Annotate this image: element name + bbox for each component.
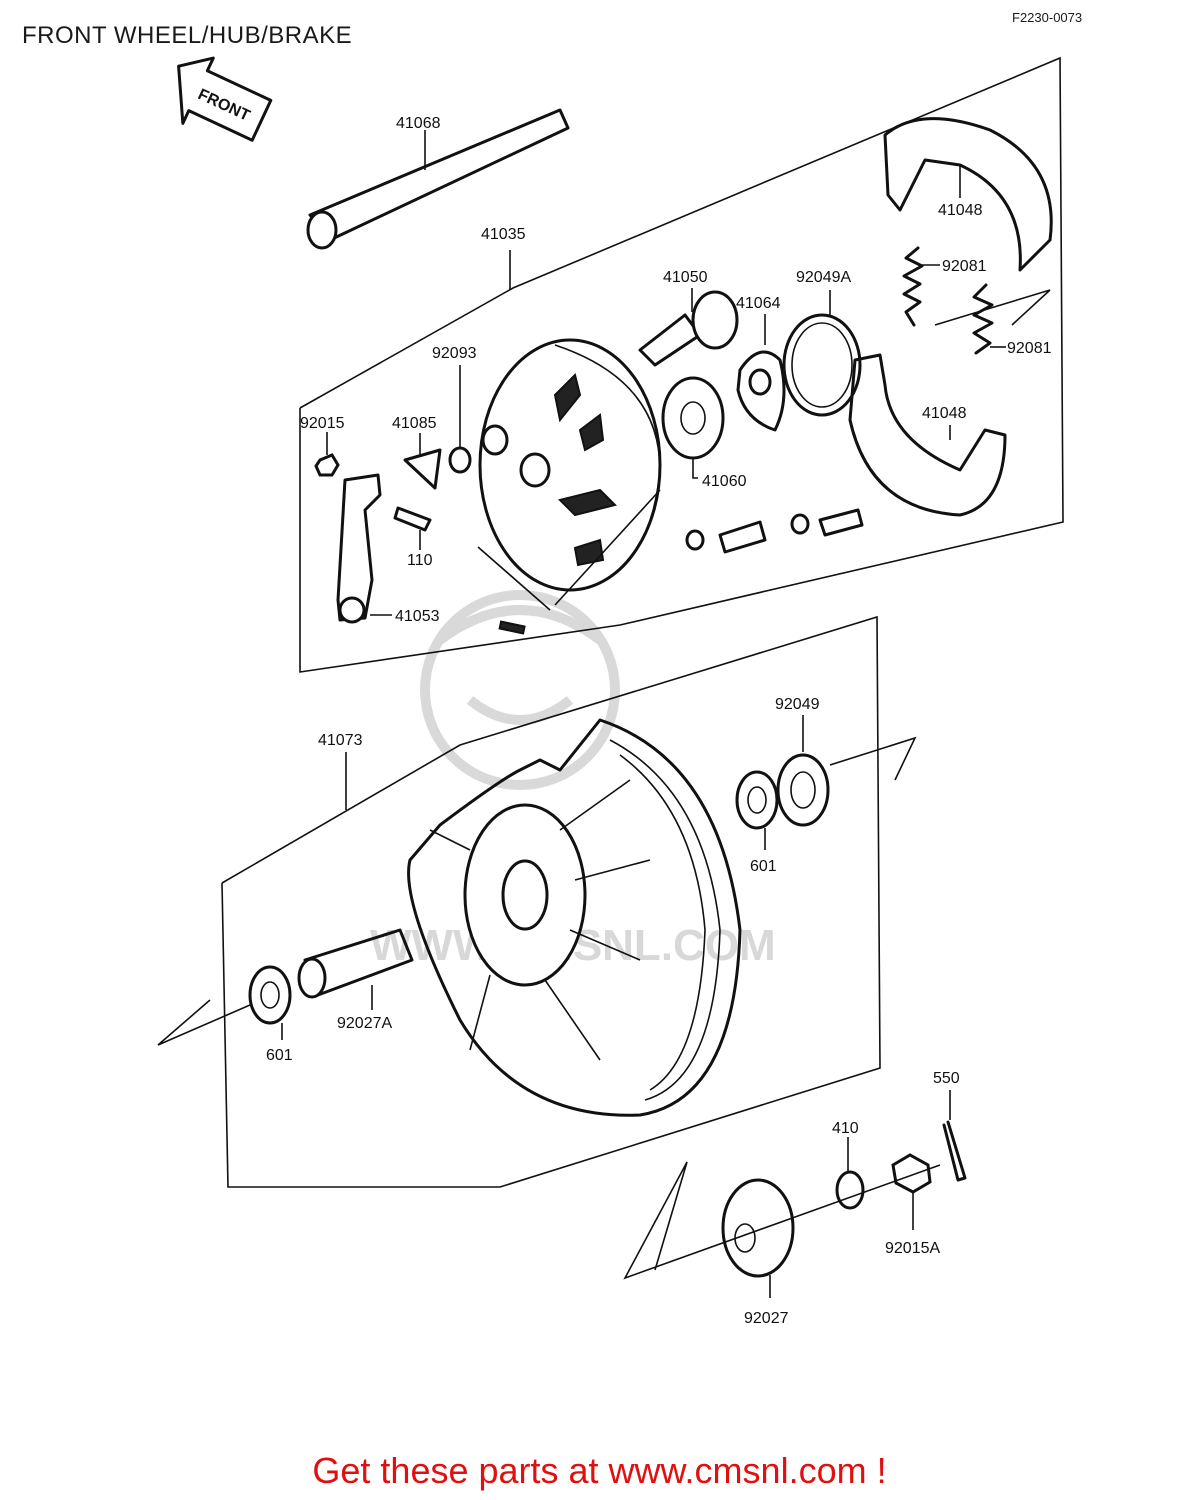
label-41068: 41068 bbox=[396, 115, 441, 132]
brake-lever-41053 bbox=[336, 473, 392, 624]
nut-92015a bbox=[891, 1153, 932, 1230]
washer-92093 bbox=[448, 365, 472, 474]
bearing-601-left bbox=[248, 965, 292, 1040]
label-41085: 41085 bbox=[392, 415, 437, 432]
axle-direction-lines bbox=[477, 546, 551, 611]
label-110: 110 bbox=[407, 552, 433, 569]
camshaft-41050 bbox=[638, 288, 739, 367]
axle-41068 bbox=[306, 108, 570, 250]
label-41073: 41073 bbox=[318, 732, 363, 749]
label-41060: 41060 bbox=[702, 473, 747, 490]
label-41053: 41053 bbox=[395, 608, 440, 625]
spring-direction-arrows bbox=[934, 289, 1051, 326]
label-41064: 41064 bbox=[736, 295, 781, 312]
nut-92015 bbox=[314, 432, 340, 477]
gear-41060 bbox=[661, 376, 725, 479]
label-601-left: 601 bbox=[266, 1047, 293, 1064]
brake-panel-41035 bbox=[478, 250, 662, 592]
label-92049a: 92049A bbox=[796, 269, 851, 286]
collar-92027 bbox=[721, 1178, 795, 1298]
wear-indicator-41064 bbox=[736, 314, 786, 432]
part-labels: 41068 41035 41048 41050 41064 92049A 920… bbox=[266, 115, 1052, 1327]
collar-92027a bbox=[297, 928, 414, 1010]
label-41050: 41050 bbox=[663, 269, 708, 286]
hub-axle-line bbox=[623, 1161, 941, 1280]
left-axle-line bbox=[157, 999, 251, 1046]
spring-92081-a bbox=[902, 246, 940, 327]
seal-92049 bbox=[776, 715, 830, 827]
label-92049: 92049 bbox=[775, 696, 820, 713]
footer-link[interactable]: Get these parts at www.cmsnl.com ! bbox=[312, 1450, 887, 1491]
seal-92049a bbox=[782, 290, 862, 417]
label-92015: 92015 bbox=[300, 415, 345, 432]
label-92027: 92027 bbox=[744, 1310, 789, 1327]
brake-panel-frame bbox=[299, 56, 1064, 673]
brake-shoe-lower bbox=[848, 353, 1007, 517]
label-550: 550 bbox=[933, 1070, 960, 1087]
label-41048-lower: 41048 bbox=[922, 405, 967, 422]
right-axle-line bbox=[829, 736, 917, 781]
label-410: 410 bbox=[832, 1120, 859, 1137]
label-41048-upper: 41048 bbox=[938, 202, 983, 219]
brake-shoe-upper bbox=[883, 117, 1053, 272]
bearing-601-right bbox=[735, 770, 779, 850]
page-title: FRONT WHEEL/HUB/BRAKE bbox=[22, 22, 353, 49]
wheel-41073 bbox=[345, 718, 742, 1117]
cotter-pin-550 bbox=[942, 1090, 967, 1182]
label-92081-a: 92081 bbox=[942, 258, 987, 275]
label-601-right: 601 bbox=[750, 858, 777, 875]
spring-92081-b bbox=[972, 283, 1006, 355]
front-arrow-icon: FRONT bbox=[177, 56, 273, 142]
label-92027a: 92027A bbox=[337, 1015, 392, 1032]
adjuster-parts bbox=[498, 489, 864, 635]
wheel-frame bbox=[221, 615, 881, 1188]
plate-41085 bbox=[403, 433, 442, 490]
label-92015a: 92015A bbox=[885, 1240, 940, 1257]
label-41035: 41035 bbox=[481, 226, 526, 243]
figure-code: F2230-0073 bbox=[1012, 10, 1083, 25]
bolt-110 bbox=[393, 506, 432, 550]
label-92093: 92093 bbox=[432, 345, 477, 362]
label-92081-b: 92081 bbox=[1007, 340, 1052, 357]
